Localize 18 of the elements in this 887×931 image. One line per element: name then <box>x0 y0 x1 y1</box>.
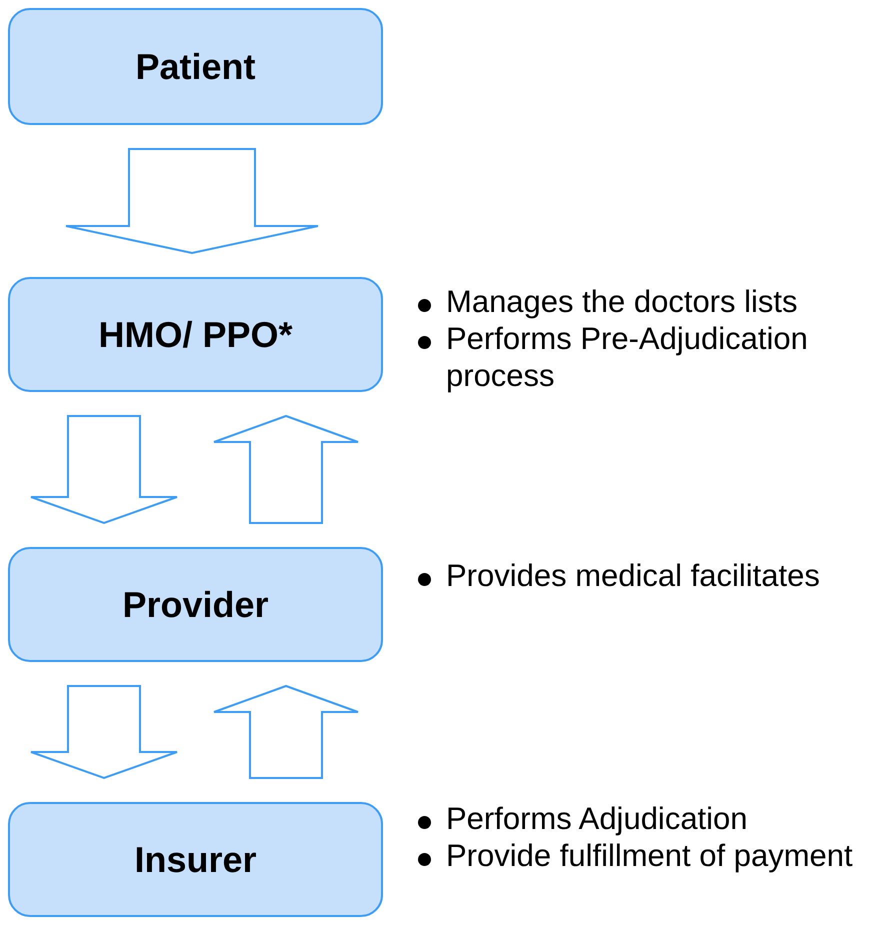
box-label: Patient <box>135 45 256 89</box>
box-label: Provider <box>122 583 269 627</box>
block-arrow <box>65 148 319 254</box>
block-arrow <box>213 414 359 524</box>
bullet-text: Provides medical facilitates <box>446 557 820 594</box>
bullet-text: Manages the doctors lists <box>446 283 798 320</box>
process-box <box>8 802 383 917</box>
bullet-text: Performs Adjudication <box>446 800 748 837</box>
block-arrow <box>213 684 359 779</box>
block-arrow <box>30 415 178 524</box>
process-box <box>8 547 383 662</box>
box-label: Insurer <box>134 838 257 882</box>
block-arrow <box>30 685 178 780</box>
bullet-text: Performs Pre-Adjudication process <box>446 320 809 394</box>
bullet-text: Provide fulfillment of payment <box>446 837 853 874</box>
process-box <box>8 277 383 392</box>
process-box <box>8 8 383 125</box>
box-label: HMO/ PPO* <box>98 313 293 357</box>
